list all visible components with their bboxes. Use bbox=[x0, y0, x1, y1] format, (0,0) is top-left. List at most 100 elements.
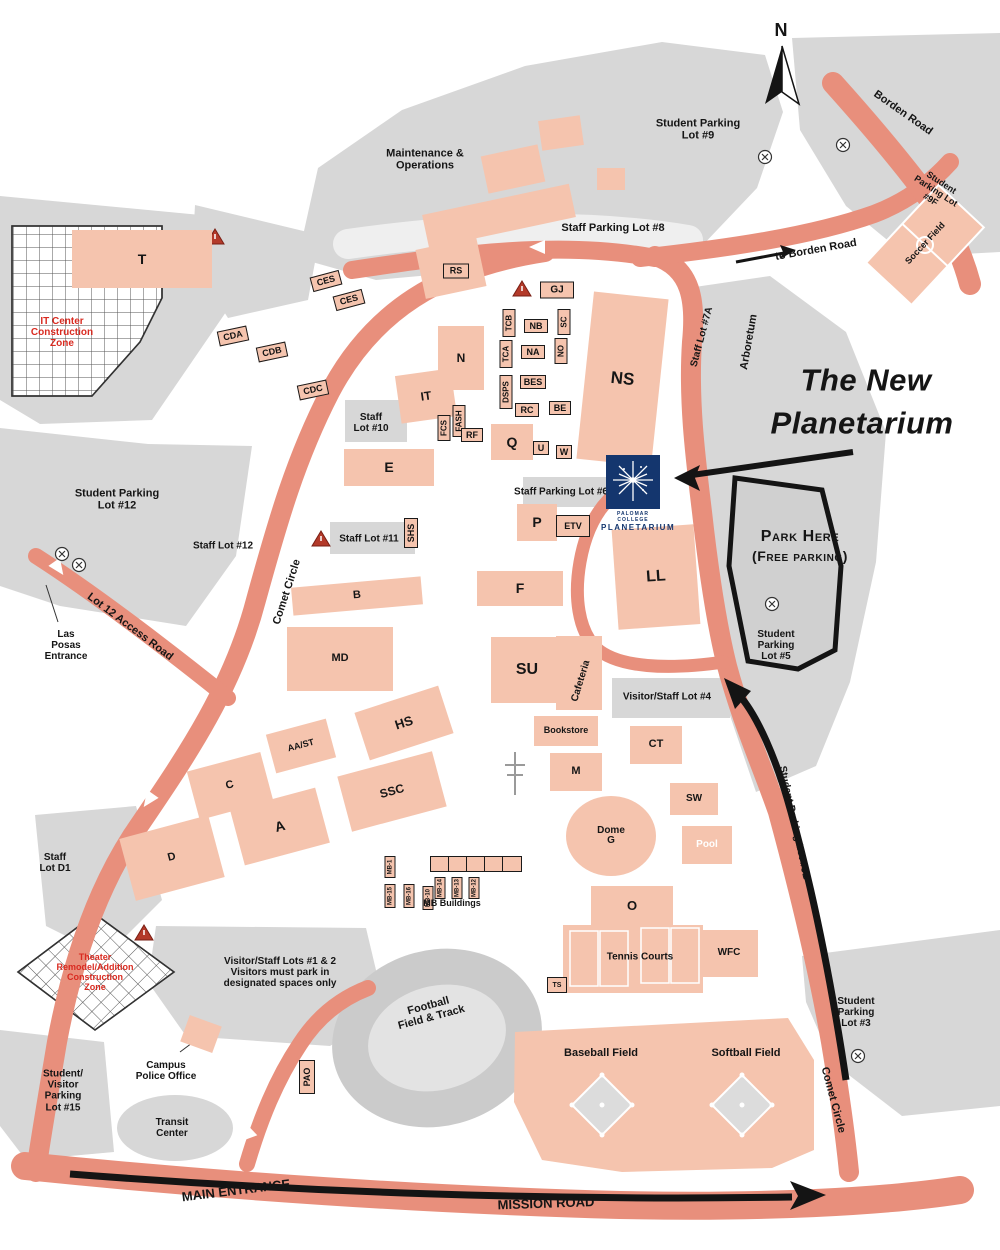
direction-arrow bbox=[244, 1122, 258, 1141]
lot3-area bbox=[802, 930, 1000, 1116]
label-arboretum: Arboretum bbox=[738, 313, 760, 371]
road-service-north bbox=[333, 213, 703, 259]
building-code-dsps: DSPS bbox=[499, 375, 513, 409]
soccer-field bbox=[864, 183, 986, 307]
label-theater-construction-zone: Theater Remodel/Addition Construction Zo… bbox=[56, 951, 134, 993]
building-md: MD bbox=[287, 627, 393, 691]
building-code-rf: RF bbox=[461, 428, 483, 442]
building-code-shape bbox=[502, 856, 522, 872]
route-comet-arrow bbox=[737, 693, 850, 1081]
building-code-u: U bbox=[533, 441, 549, 455]
building-code-mb-14: MB-14 bbox=[434, 877, 446, 899]
building-code-rs: RS bbox=[443, 263, 469, 279]
staff-lot-11-area bbox=[330, 522, 415, 554]
road-label-borden-road: Borden Road bbox=[871, 88, 935, 138]
building-code-mb-13: MB-13 bbox=[451, 877, 463, 899]
building-code-gj: GJ bbox=[540, 281, 574, 299]
building-code-be: BE bbox=[549, 401, 571, 415]
baseball-diamond bbox=[569, 1072, 635, 1138]
building-code-shape bbox=[430, 856, 450, 872]
label-baseball-field: Baseball Field bbox=[564, 1046, 638, 1059]
planetarium-pointer-arrowhead bbox=[674, 465, 700, 491]
road-inner-loop bbox=[570, 483, 731, 673]
to-borden-arrow bbox=[735, 251, 785, 264]
building-code-mb-12: MB-12 bbox=[468, 877, 480, 899]
label-staff-lot-d1: Staff Lot D1 bbox=[39, 851, 71, 874]
building-aa-st: AA/ST bbox=[265, 718, 337, 774]
road-label-mission-road: MISSION ROAD bbox=[497, 1194, 595, 1213]
route-mission-arrowhead bbox=[790, 1181, 826, 1210]
building-code-mb-16: MB-16 bbox=[403, 884, 415, 908]
north-arrow bbox=[765, 45, 801, 106]
building-code-shape bbox=[466, 856, 486, 872]
road-south-entrance bbox=[239, 980, 376, 1172]
route-mission-arrow bbox=[69, 1170, 793, 1202]
tower-icon bbox=[505, 752, 525, 795]
building-ll: LL bbox=[611, 524, 701, 630]
label-campus-police-office: Campus Police Office bbox=[135, 1059, 197, 1082]
building-code-bes: BES bbox=[520, 375, 546, 389]
direction-arrow bbox=[48, 557, 64, 576]
transit-center-area bbox=[117, 1095, 233, 1161]
direction-arrow bbox=[308, 474, 323, 492]
building-bookstore: Bookstore bbox=[534, 716, 598, 746]
building-wfc: WFC bbox=[700, 930, 758, 977]
building-pool: Pool bbox=[682, 826, 732, 864]
las-posas-leader-line bbox=[45, 584, 59, 623]
label-maintenance-operations: Maintenance & Operations bbox=[386, 147, 464, 172]
label-staff-lot-7a: Staff Lot #7A bbox=[688, 305, 716, 369]
planetarium-logo-name: PLANETARIUM bbox=[601, 523, 676, 532]
softball-diamond bbox=[709, 1072, 775, 1138]
label-football-field-track: Football Field & Track bbox=[396, 994, 467, 1033]
label-park-here: Park Here bbox=[760, 528, 840, 546]
building-code-cda: CDA bbox=[216, 325, 250, 347]
free-parking-lot-outline bbox=[726, 475, 844, 672]
building-m: M bbox=[550, 753, 602, 791]
label-staff-parking-lot-8: Staff Parking Lot #8 bbox=[561, 221, 665, 234]
building-code-tcb: TCB bbox=[502, 309, 516, 337]
building-code-rc: RC bbox=[515, 403, 539, 417]
building-code-ces: CES bbox=[309, 269, 343, 293]
building-d: D bbox=[119, 815, 225, 901]
label-student-parking-lot-12: Student Parking Lot #12 bbox=[74, 487, 160, 512]
label-student-parking-lot-5: Student Parking Lot #5 bbox=[757, 629, 795, 663]
staff-lot-10-area bbox=[345, 400, 407, 442]
building-shape bbox=[180, 1015, 222, 1053]
route-comet-arrowhead bbox=[724, 678, 751, 709]
building-shape bbox=[597, 168, 625, 190]
building-shape bbox=[538, 115, 584, 151]
building-code-ces: CES bbox=[332, 288, 366, 312]
title-line-2: Planetarium bbox=[770, 405, 954, 441]
building-e: E bbox=[344, 449, 434, 486]
building-code-fcs: FCS bbox=[437, 415, 451, 441]
label-staff-parking-lot-6: Staff Parking Lot #6 bbox=[514, 486, 608, 498]
road-label-to-borden-road: to Borden Road bbox=[774, 236, 858, 263]
building-ns: NS bbox=[576, 291, 669, 467]
label-it-center-construction-zone: IT Center Construction Zone bbox=[30, 316, 94, 350]
label-softball-field: Softball Field bbox=[711, 1046, 781, 1059]
building-code-sc: SC bbox=[557, 309, 571, 335]
building-dome-g: Dome G bbox=[566, 796, 656, 876]
building-code-mb-1: MB-1 bbox=[384, 856, 396, 878]
ballfields-area bbox=[514, 1018, 814, 1172]
building-b: B bbox=[291, 576, 423, 616]
building-code-etv: ETV bbox=[556, 515, 590, 537]
label-student-parking-lot-9: Student Parking Lot #9 bbox=[655, 117, 741, 142]
label-transit-center: Transit Center bbox=[155, 1116, 189, 1139]
building-ct: CT bbox=[630, 726, 682, 764]
building-code-cdc: CDC bbox=[296, 379, 330, 401]
building-t: T bbox=[72, 230, 212, 288]
building-code-tca: TCA bbox=[499, 340, 513, 368]
building-f: F bbox=[477, 571, 563, 606]
building-code-w: W bbox=[556, 445, 572, 459]
tennis-courts bbox=[563, 925, 703, 993]
building-shape bbox=[480, 144, 546, 194]
label-free-parking: (Free parking) bbox=[751, 548, 849, 565]
label-soccer-field: Soccer Field bbox=[903, 219, 947, 266]
building-hs: HS bbox=[354, 685, 454, 761]
road-label-lot-12-access-road: Lot 12 Access Road bbox=[84, 590, 176, 664]
title-line-1: The New bbox=[800, 362, 932, 398]
planetarium-pointer-arrow bbox=[691, 449, 854, 478]
